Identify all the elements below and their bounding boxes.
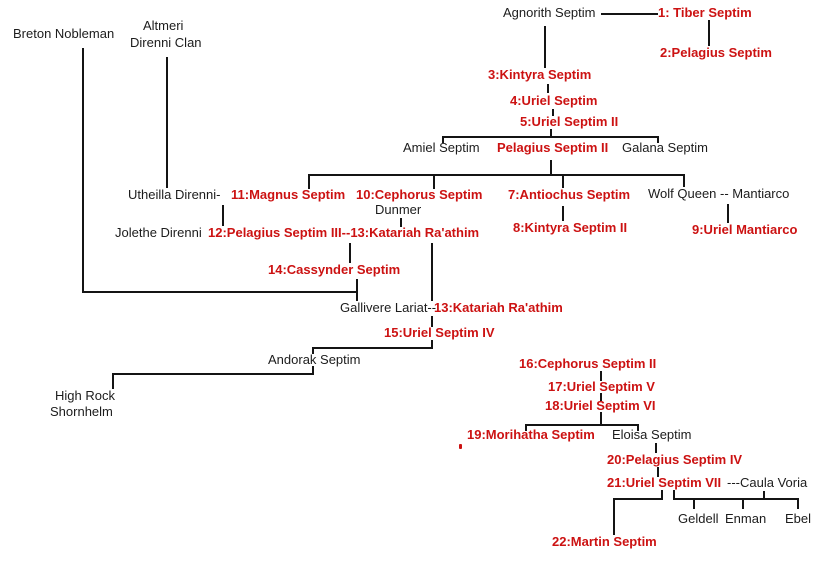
connector-tick-to-ebel (797, 498, 799, 509)
tree-node-martin-septim: 22:Martin Septim (552, 534, 657, 549)
tree-node-enman: Enman (725, 511, 767, 526)
tree-node-antiochus-septim: 7:Antiochus Septim (508, 187, 631, 202)
connector-cephorus2-uriel5-line (600, 371, 602, 381)
connector-elbow-to-andorak (312, 347, 314, 354)
tree-node-uriel-septim-v: 17:Uriel Septim V (548, 379, 655, 394)
tree-node-uriel-septim-vii: 21:Uriel Septim VII (607, 475, 722, 490)
connector-tiber-pelagius-line (708, 20, 710, 46)
connector-tick-to-antiochus (562, 174, 564, 188)
tree-node-morihatha-septim: 19:Morihatha Septim (467, 427, 595, 442)
connector-breton-gallivere-bar (82, 291, 358, 293)
connector-uriel6-children-bar (525, 424, 639, 426)
connector-uriel7-right-stem (673, 490, 675, 500)
tree-node-caula-voria: ---Caula Voria (727, 475, 808, 490)
tree-node-altmeri-line2: Direnni Clan (130, 35, 202, 50)
connector-katariah-katariah2-line (431, 243, 433, 301)
connector-caula-stem (763, 491, 765, 500)
tree-node-utheilla-direnni: Utheilla Direnni- (128, 187, 221, 202)
connector-tick-to-magnus (308, 174, 310, 189)
connector-tick-to-geldell (693, 498, 695, 509)
tree-node-uriel-septim-iv: 15:Uriel Septim IV (384, 325, 495, 340)
connector-altmeri-descent-line (166, 57, 168, 188)
tree-node-high-rock: High Rock (55, 388, 115, 403)
connector-pelagius2-children-bar (308, 174, 685, 176)
connector-breton-descent-line (82, 48, 84, 293)
tree-node-jolethe-direnni: Jolethe Direnni (115, 225, 202, 240)
tree-node-uriel-septim: 4:Uriel Septim (510, 93, 598, 108)
connector-uriel6-bar-left-tick (525, 424, 527, 431)
connector-andorak-elbow-v (312, 366, 314, 375)
connector-cassynder-gallivere-line (356, 279, 358, 301)
tree-node-kintyra-septim-ii: 8:Kintyra Septim II (513, 220, 628, 235)
connector-agnorith-kintyra-line (544, 26, 546, 68)
connector-uriel6-stem (600, 412, 602, 426)
connector-uriel2-stem (550, 129, 552, 138)
connector-pelagius4-uriel7-line (657, 467, 659, 477)
tree-node-pelagius-septim: 2:Pelagius Septim (660, 45, 772, 60)
connector-pelagius3-cassynder-line (349, 243, 351, 263)
tree-node-ebel: Ebel (785, 511, 812, 526)
tree-node-cassynder-septim: 14:Cassynder Septim (268, 262, 401, 277)
connector-tick-to-enman (742, 498, 744, 509)
tree-node-uriel-septim-vi: 18:Uriel Septim VI (545, 398, 656, 413)
tree-node-andorak-septim: Andorak Septim (268, 352, 361, 367)
connector-uriel5-uriel6-line (600, 393, 602, 401)
connector-antiochus-kintyra2-line (562, 206, 564, 221)
connector-martin-elbow-h (613, 498, 663, 500)
tree-node-geldell: Geldell (678, 511, 719, 526)
tree-node-amiel-septim: Amiel Septim (403, 140, 480, 155)
connector-katariah2-uriel4-line (431, 316, 433, 327)
connector-uriel4-elbow-v (431, 340, 433, 349)
connector-dunmer-katariah-line (400, 218, 402, 227)
connector-uriel4-elbow-h (312, 347, 433, 349)
tree-node-pelagius-septim-iii: 12:Pelagius Septim III--13:Katariah Ra'a… (208, 225, 480, 240)
connector-uriel7-left-stem (661, 490, 663, 500)
connector-pelagius2-stem (550, 160, 552, 176)
tree-node-kintyra-septim: 3:Kintyra Septim (488, 67, 592, 82)
connector-tick-to-cephorus (433, 174, 435, 189)
connector-eloisa-pelagius4-line (655, 443, 657, 453)
connector-uriel2-bar-left-tick (442, 136, 444, 143)
connector-magnus-pelagius3-line (222, 205, 224, 226)
tree-node-tiber-septim: 1: Tiber Septim (658, 5, 752, 20)
tree-node-gallivere-lariat: Gallivere Lariat-- (340, 300, 437, 315)
tree-node-dunmer: Dunmer (375, 202, 422, 217)
tree-node-galana-septim: Galana Septim (622, 140, 708, 155)
tree-node-magnus-septim: 11:Magnus Septim (231, 187, 346, 202)
connector-uriel2-bar-right-tick (657, 136, 659, 143)
tree-node-breton-nobleman: Breton Nobleman (13, 26, 115, 41)
connector-uriel-uriel2-line (552, 109, 554, 116)
connector-andorak-highrock-bar (112, 373, 314, 375)
connector-martin-elbow-v (613, 498, 615, 535)
connector-tick-to-wolf-queen (683, 174, 685, 187)
tree-node-pelagius-septim-iv: 20:Pelagius Septim IV (607, 452, 743, 467)
tree-node-eloisa-septim: Eloisa Septim (612, 427, 692, 442)
connector-kintyra-uriel-line (547, 84, 549, 93)
connector-highrock-tick (112, 373, 114, 389)
tree-node-agnorith-septim: Agnorith Septim (503, 5, 596, 20)
connector-uriel7-children-bar (673, 498, 799, 500)
tree-node-pelagius-septim-ii: Pelagius Septim II (497, 140, 609, 155)
tree-node-uriel-mantiarco: 9:Uriel Mantiarco (692, 222, 798, 237)
connector-mantiarco-urielman-line (727, 204, 729, 223)
connector-uriel2-children-bar (442, 136, 659, 138)
tree-node-wolf-queen-mantiarco: Wolf Queen -- Mantiarco (648, 186, 790, 201)
tree-node-altmeri-line1: Altmeri (143, 18, 184, 33)
tree-node-cephorus-septim-ii: 16:Cephorus Septim II (519, 356, 657, 371)
tree-node-shornhelm: Shornhelm (50, 404, 113, 419)
tree-node-uriel-septim-ii: 5:Uriel Septim II (520, 114, 619, 129)
connector-uriel6-bar-right-tick (637, 424, 639, 431)
tree-node-katariah-raathim: 13:Katariah Ra'athim (434, 300, 563, 315)
connector-agnorith-tiber-link (601, 13, 658, 15)
tree-node-cephorus-septim: 10:Cephorus Septim (356, 187, 483, 202)
stray-red-tick (459, 444, 462, 449)
